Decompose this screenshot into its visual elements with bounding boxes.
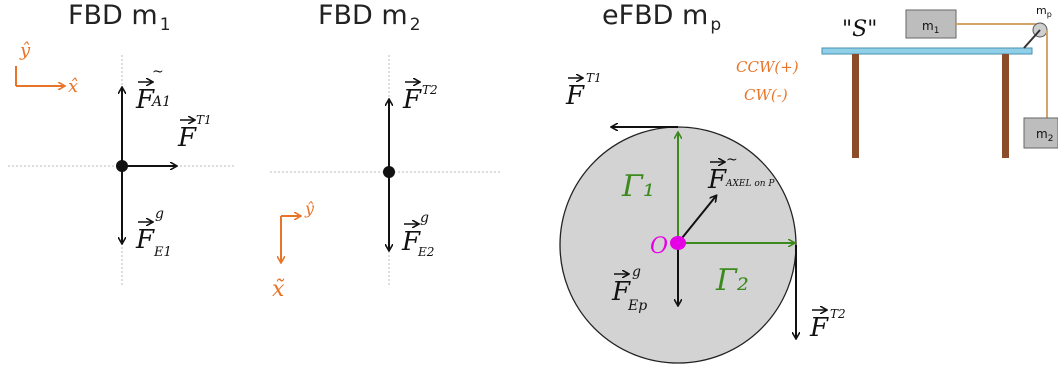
table-leg-right [1002,54,1009,158]
efbd-label-radius-2: Γ₂ [715,263,749,298]
efbd-force-axel-arrow [677,196,716,244]
efbd-label-f-t1-sup: T1 [586,71,602,85]
fbd1-label-f-e1-sup: g [155,206,164,222]
block-m1-label: m1 [922,19,939,36]
efbd-label-f-axel-sub: AXEL on P [725,179,775,189]
system-label-s: "S" [842,17,877,42]
title-efbd-mp-sub: p [710,15,722,35]
fbd-m2: F T2 F g E2 ŷ x̃ [270,55,500,302]
pulley-label: mp [1036,4,1052,19]
fbd2-axis-x-label: x̃ [272,277,285,302]
system-sketch: m1 mp m2 "S" [821,4,1058,158]
efbd-label-f-t2-sup: T2 [830,307,846,321]
efbd-label-f-ep-sub: Ep [627,298,647,314]
pulley-bracket [1023,29,1041,49]
fbd2-label-f-t2: F [402,85,422,115]
table-leg-left [852,54,859,158]
efbd-label-ccw: CCW(+) [736,58,799,76]
block-m1 [905,9,957,39]
efbd-label-cw: CW(-) [744,86,788,104]
fbd1-label-f-a1: F [135,85,155,115]
fbd2-label-f-e2-sup: g [420,210,429,226]
title-fbd-m1-main: FBD m [68,0,158,31]
efbd-label-f-ep: F [611,277,631,307]
efbd-mp: F T1 CCW(+) CW(-) Γ₁ Γ₂ F ~ AXEL on P F … [559,58,846,364]
fbd1-label-f-a1-sub: A1 [150,94,171,110]
fbd1-point-mass [116,160,128,172]
fbd1-label-f-e1: F [135,225,155,255]
fbd1-label-f-e1-sub: E1 [153,245,172,260]
fbd2-point-mass [383,166,395,178]
fbd2-label-f-e2-sub: E2 [417,245,434,259]
efbd-label-f-t2: F [809,313,829,343]
fbd1-axis-x-label: x̂ [68,76,78,97]
efbd-origin-dot [670,236,686,250]
fbd2-label-f-t2-sup: T2 [422,83,438,97]
efbd-label-f-axel-sup: ~ [726,152,738,168]
fbd2-axis-y-label: ŷ [304,199,315,218]
title-fbd-m2-main: FBD m [318,0,408,31]
title-fbd-m2-sub: 2 [409,15,421,35]
block-m2-label: m2 [1036,127,1053,144]
efbd-label-radius-1: Γ₁ [621,169,655,204]
fbd1-label-f-t1-sup: T1 [196,113,212,127]
title-fbd-m1-sub: 1 [159,15,171,35]
efbd-origin-label: O [650,234,668,259]
efbd-label-f-t1: F [565,81,585,111]
fbd1-label-f-a1-sup: ~ [152,64,164,80]
table-top [821,47,1033,55]
fbd2-label-f-e2: F [401,227,421,257]
fbd1-label-f-t1: F [177,123,197,153]
fbd1-axis-y-label: ŷ [19,40,31,61]
efbd-label-f-axel: F [707,165,727,195]
title-efbd-mp-main: eFBD m [602,0,709,31]
efbd-label-f-ep-sup: g [632,264,641,280]
fbd-m1: F ~ A1 F T1 F g E1 ŷ x̂ [8,40,235,285]
block-m2 [1023,117,1058,149]
